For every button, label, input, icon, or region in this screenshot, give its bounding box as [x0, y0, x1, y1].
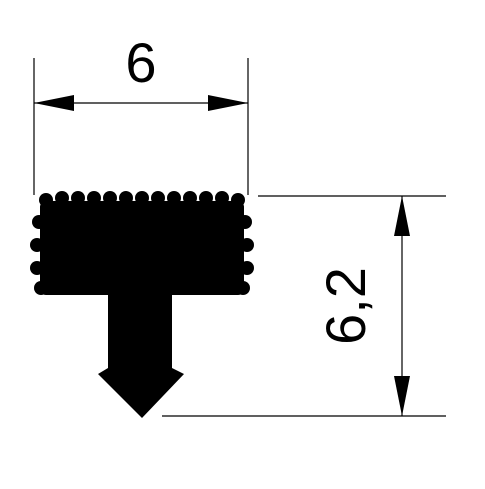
profile-head-body — [40, 201, 244, 295]
width-arrow-left — [34, 95, 74, 111]
profile-left-ribs — [30, 215, 48, 295]
width-arrow-right — [208, 95, 248, 111]
height-arrow-top — [394, 196, 410, 236]
profile-shape — [30, 191, 254, 418]
height-dimension: 6,2 — [162, 195, 446, 417]
profile-right-ribs — [236, 215, 254, 295]
height-label: 6,2 — [314, 267, 377, 345]
width-dimension: 6 — [33, 31, 249, 195]
profile-top-ribs — [39, 191, 245, 207]
width-label: 6 — [125, 31, 156, 94]
height-arrow-bottom — [394, 376, 410, 416]
profile-stem — [98, 292, 184, 418]
